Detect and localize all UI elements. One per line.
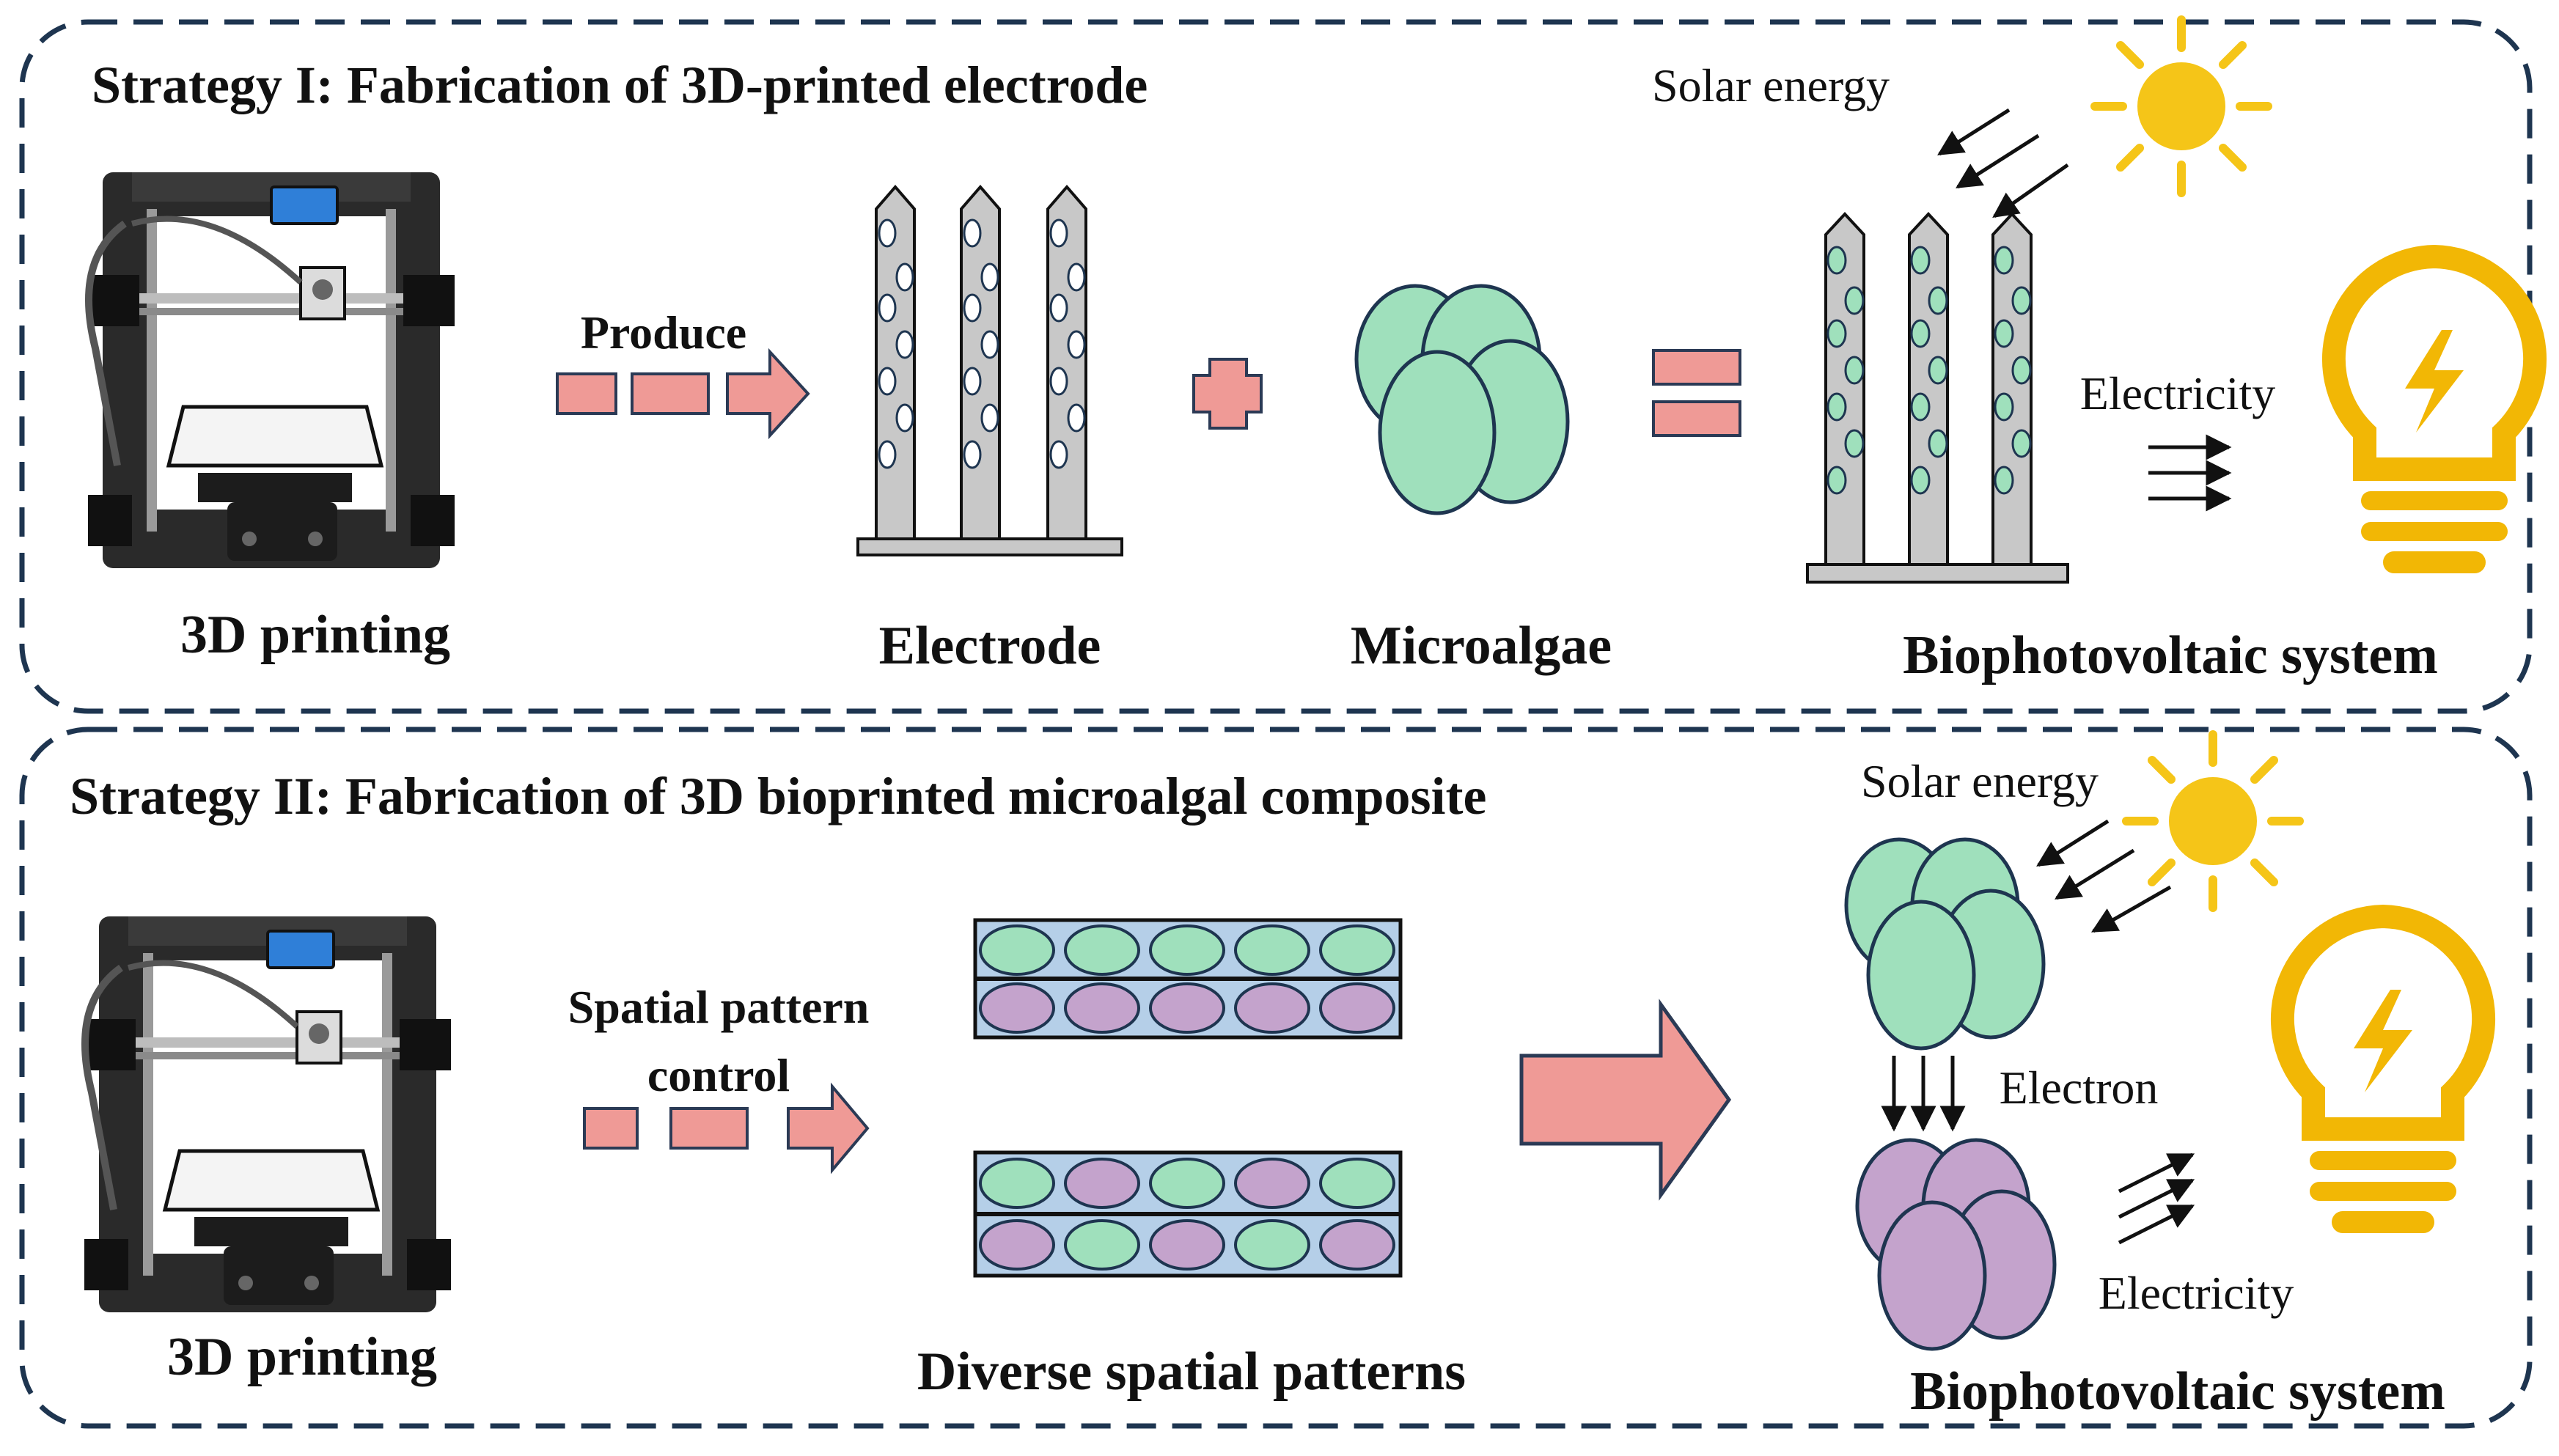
light-bulb-icon [2334, 257, 2535, 573]
system-label-1: Biophotovoltaic system [1903, 625, 2438, 685]
solar-label-1: Solar energy [1652, 59, 1890, 111]
green-microalgae-icon [1846, 839, 2044, 1048]
electricity-label-1: Electricity [2080, 367, 2276, 419]
plus-icon [1192, 358, 1263, 430]
sun-icon-2 [2126, 735, 2299, 908]
biophotovoltaic-electrode-icon [1806, 212, 2069, 584]
printer-label-1: 3D printing [180, 605, 450, 665]
purple-microalgae-icon [1857, 1140, 2055, 1349]
3d-printer-icon [88, 172, 455, 568]
electricity-label-2: Electricity [2099, 1267, 2294, 1319]
electricity-arrows-2 [2118, 1152, 2195, 1245]
pattern-strip-1 [973, 918, 1403, 1040]
electron-arrows [1881, 1056, 1966, 1132]
electrode-label: Electrode [879, 616, 1101, 676]
produce-arrow [556, 348, 810, 440]
patterns-label: Diverse spatial patterns [917, 1342, 1466, 1402]
electron-label: Electron [2000, 1062, 2159, 1114]
produce-label: Produce [581, 306, 746, 359]
strategy2-frame [19, 727, 2533, 1429]
electricity-arrows-1 [2148, 434, 2232, 512]
sun-icon [2095, 20, 2268, 193]
strategy1-title: Strategy I: Fabrication of 3D-printed el… [92, 56, 1148, 114]
light-bulb-icon-2 [2283, 916, 2483, 1233]
pattern-control-arrow [583, 1082, 870, 1174]
sunlight-arrows-1 [1937, 108, 2069, 218]
pattern-strip-2 [973, 1150, 1403, 1278]
3d-printer-icon-2 [84, 916, 451, 1312]
solar-label-2: Solar energy [1861, 755, 2099, 807]
electrode-icon [856, 184, 1123, 556]
strategy2-title: Strategy II: Fabrication of 3D bioprinte… [70, 767, 1486, 826]
pattern-control-label-1: Spatial pattern [568, 981, 870, 1033]
strategy1-frame [19, 19, 2533, 714]
sunlight-arrows-2 [2036, 819, 2172, 933]
equals-icon [1652, 349, 1741, 437]
pattern-control-label-2: control [647, 1049, 790, 1101]
system-label-2: Biophotovoltaic system [1910, 1361, 2445, 1422]
microalgae-label: Microalgae [1351, 616, 1612, 676]
printer-label-2: 3D printing [167, 1327, 437, 1387]
big-arrow [1519, 999, 1732, 1201]
microalgae-icon [1354, 284, 1570, 515]
